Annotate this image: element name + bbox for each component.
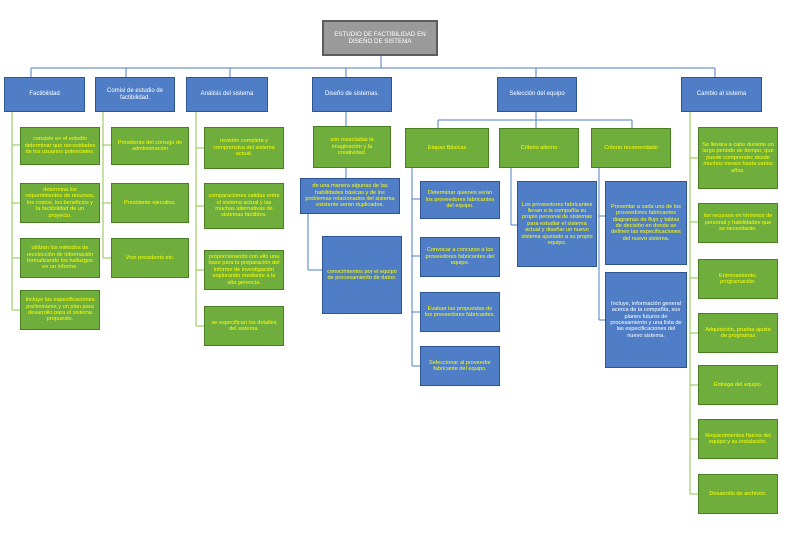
cambio-item[interactable]: Se llevara a cabo durante un largo perio… [698,127,778,189]
recomendado-item[interactable]: Presentar a cada uno de los proveedores … [605,181,687,265]
analisis-item[interactable]: comparaciones validas entre el sistema a… [204,183,284,229]
analisis-item[interactable]: se especifican los detalles del sistema. [204,306,284,346]
header-seleccion[interactable]: Selección del equipo [497,77,577,112]
etapas-item[interactable]: Evaluar las propuestas de los proveedore… [420,292,500,332]
etapas-item[interactable]: Determinar quienes serán los proveedores… [420,181,500,219]
cambio-item[interactable]: los recursos en términos de personal y h… [698,203,778,243]
header-comision[interactable]: Comisi de estudio de factibilidad. [95,77,175,112]
cambio-item[interactable]: Desarrollo de archivos. [698,474,778,514]
comision-item[interactable]: Vice-presidents etc. [111,238,189,278]
diseno-top[interactable]: son mezcladas la imaginación y la creati… [313,126,391,168]
analisis-item[interactable]: proporcionando con ello una base para la… [204,250,284,290]
seleccion-criterio-recomendado[interactable]: Criterio recomendado [591,128,671,168]
factibilidad-item[interactable]: determina los requerimientos de recursos… [20,183,100,223]
header-diseno[interactable]: Diseño de sistemas. [312,77,392,112]
cambio-item[interactable]: Entrenamiento, programación. [698,259,778,299]
etapas-item[interactable]: Seleccionar al proveedor fabricante del … [420,346,500,386]
seleccion-criterio-alterno[interactable]: Criterio alterno [499,128,579,168]
seleccion-etapas[interactable]: Etapas Básicas [405,128,489,168]
diseno-mid[interactable]: de una manera algunas de las habilidades… [300,178,400,214]
header-factibilidad[interactable]: Factibilidad [4,77,85,112]
header-analisis[interactable]: Análisis del sistema [186,77,268,112]
comision-item[interactable]: Presidente del consejo de administración [111,127,189,165]
factibilidad-item[interactable]: consiste en el estudio determinar que ne… [20,127,100,165]
cambio-item[interactable]: Requerimientos físicos del equipo y su i… [698,419,778,459]
alterno-item[interactable]: Los proveedores fabricantes llevan a la … [517,181,597,267]
comision-item[interactable]: Presidente ejecutivo. [111,183,189,223]
cambio-item[interactable]: Entrega del equipo. [698,365,778,405]
factibilidad-item[interactable]: utilizan los métodos de recolección de i… [20,238,100,278]
etapas-item[interactable]: Convocar a concurso a los proveedores fa… [420,237,500,277]
root-node[interactable]: ESTUDIO DE FACTIBILIDAD EN DISEÑO DE SIS… [322,20,438,56]
diseno-low[interactable]: conocimientos por el equipo de procesami… [322,236,402,314]
factibilidad-item[interactable]: Incluye las especificaciones preliminare… [20,290,100,330]
cambio-item[interactable]: Adquisición, prueba ajuste de programas [698,313,778,353]
analisis-item[interactable]: revisión completa y comprensiva del sist… [204,127,284,169]
recomendado-item[interactable]: Incluye, información general acerca de l… [605,272,687,368]
header-cambio[interactable]: Cambio al sistema [681,77,762,112]
